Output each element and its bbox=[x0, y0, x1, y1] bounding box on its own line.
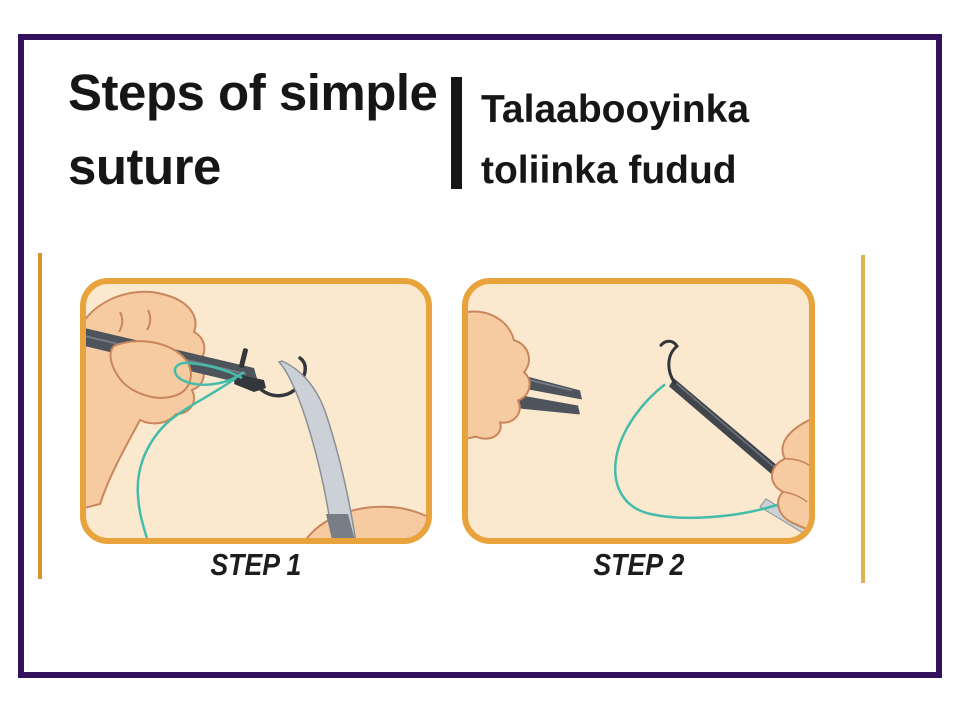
upper-hand bbox=[86, 290, 206, 509]
figure-accent-bar-right bbox=[861, 255, 865, 583]
title-somali-line2: toliinka fudud bbox=[481, 149, 737, 192]
suture-needle bbox=[659, 339, 679, 385]
step1-label: STEP 1 bbox=[210, 547, 302, 582]
title-divider-bar bbox=[451, 77, 462, 189]
title-somali: Talaabooyinka toliinka fudud bbox=[481, 79, 821, 201]
title-english-line2: suture bbox=[68, 138, 221, 195]
step1-panel bbox=[80, 278, 432, 544]
figure-accent-bar-left bbox=[38, 253, 42, 579]
suture-thread bbox=[614, 383, 807, 520]
step1-illustration bbox=[86, 290, 426, 538]
title-english-line1: Steps of simple bbox=[68, 64, 438, 121]
lower-finger bbox=[305, 505, 426, 538]
silver-instrument bbox=[277, 360, 357, 538]
left-hand bbox=[468, 310, 531, 440]
step2-panel bbox=[462, 278, 815, 544]
step2-label: STEP 2 bbox=[593, 547, 684, 582]
suture-thread bbox=[136, 361, 245, 538]
title-somali-line1: Talaabooyinka bbox=[481, 88, 750, 131]
title-english: Steps of simple suture bbox=[68, 56, 458, 204]
step2-illustration bbox=[468, 310, 809, 538]
thumb bbox=[109, 340, 192, 399]
right-fingers bbox=[771, 419, 809, 531]
knuckle-lines bbox=[118, 309, 152, 333]
